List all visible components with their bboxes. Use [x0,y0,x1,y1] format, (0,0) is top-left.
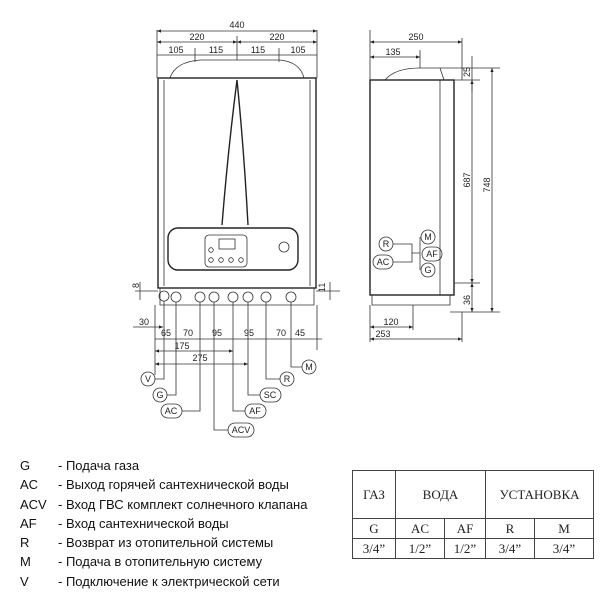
dim-65: 65 [161,328,171,338]
legend-text: - Подача в отопительную систему [58,554,263,570]
label-af: AF [249,406,261,416]
side-label-af: AF [426,249,438,259]
legend-text: - Вход ГВС комплект солнечного клапана [58,496,308,512]
legend-code: ACV [20,496,47,512]
dim-253: 253 [375,329,390,339]
table-code: G [352,518,396,539]
legend-item: V - Подключение к электрической сети [20,572,307,591]
table-size: 3/4” [534,538,594,559]
legend-item: ACV - Вход ГВС комплект солнечного клапан… [20,495,307,514]
label-r: R [284,374,291,384]
front-connection-labels: V G AC ACV AF SC R M [140,359,317,438]
side-label-m: M [424,232,432,242]
table-group-gas: ГАЗ [352,470,396,519]
label-sc: SC [264,390,277,400]
dim-25: 25 [462,67,472,77]
table-code: M [534,518,594,539]
legend-item: AC - Выход горячей сантехнической воды [20,475,307,494]
table-size: 1/2” [395,538,445,559]
dim-q4: 105 [290,45,305,55]
knob-icon [278,241,290,253]
table-size: 1/2” [444,538,486,559]
dim-half-right: 220 [269,32,284,42]
dim-q3: 115 [251,45,265,55]
dim-748: 748 [482,177,492,192]
display-icon [218,238,236,250]
dim-half-left: 220 [189,32,204,42]
table-code: AC [395,518,445,539]
label-v: V [145,374,151,384]
legend-code: V [20,573,29,589]
dim-70a: 70 [183,328,193,338]
legend: G - Подача газа AC - Выход горячей сантехн… [20,456,307,591]
table-group-install: УСТАНОВКА [485,470,594,519]
legend-text: - Подача газа [58,458,140,473]
dim-175: 175 [174,341,189,351]
legend-text: - Вход сантехнической воды [58,515,229,531]
side-label-r: R [383,239,390,249]
legend-item: G - Подача газа [20,456,307,475]
legend-code: R [20,535,30,551]
control-panel [167,227,299,271]
dim-95a: 95 [212,328,222,338]
boiler-side [369,79,455,296]
legend-code: AC [20,477,39,493]
display-block [204,234,248,268]
side-label-g: G [424,265,431,275]
label-g: G [156,390,163,400]
table-size: 3/4” [352,538,396,559]
legend-code: M [20,554,31,570]
boiler-body [157,77,317,289]
dim-left-8: 8 [131,283,141,288]
table-code: AF [444,518,486,539]
dim-95b: 95 [244,328,254,338]
side-label-ac: AC [377,257,390,267]
legend-text: - Возврат из отопительной системы [58,535,274,551]
legend-text: - Выход горячей сантехнической воды [58,477,289,493]
label-m: M [305,362,313,372]
legend-code: AF [20,515,37,531]
dim-45: 45 [295,328,305,338]
legend-text: - Подключение к электрической сети [58,573,280,589]
dim-36: 36 [462,295,472,305]
dim-depth-250: 250 [408,32,423,42]
label-acv: ACV [232,425,251,435]
side-view: 250 135 25 687 748 36 120 253 R M AF AC … [369,30,500,342]
table-code: R [485,518,535,539]
dim-70b: 70 [276,328,286,338]
legend-item: M - Подача в отопительную систему [20,552,307,571]
legend-item: AF - Вход сантехнической воды [20,514,307,533]
dim-135: 135 [385,47,400,57]
fittings [158,290,297,303]
dim-width-total: 440 [229,20,244,30]
dim-q1: 105 [168,45,183,55]
dim-right-11: 11 [317,283,327,292]
dim-offset-30: 30 [139,317,149,327]
label-ac: AC [165,406,178,416]
connection-size-table: ГАЗ ВОДА УСТАНОВКА G AC AF R M 3/4” 1/2”… [352,470,594,559]
dimension-drawing: 440 220 220 105 115 115 105 8 11 30 65 7… [131,20,500,438]
dim-120: 120 [383,317,398,327]
dim-687: 687 [462,172,472,187]
dim-q2: 115 [209,45,223,55]
legend-code: G [20,458,31,473]
table-size: 3/4” [485,538,535,559]
front-view: 440 220 220 105 115 115 105 8 11 30 65 7… [131,20,340,438]
table-group-water: ВОДА [395,470,486,519]
legend-item: R - Возврат из отопительной системы [20,533,307,552]
